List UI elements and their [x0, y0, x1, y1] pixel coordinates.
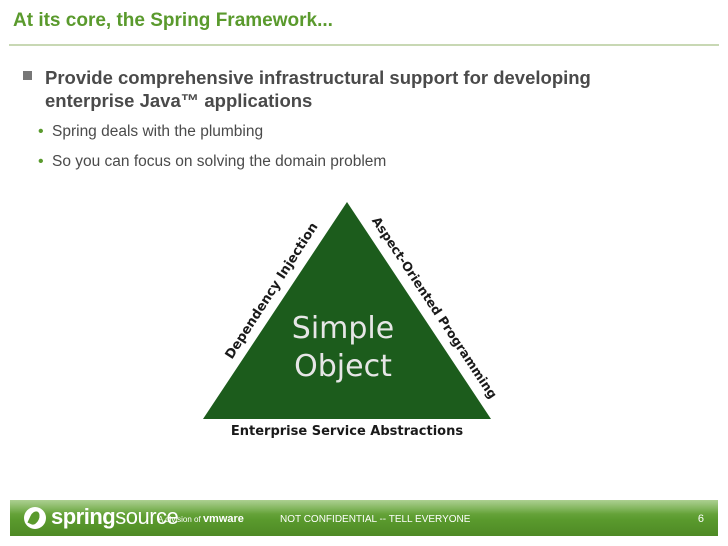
springsource-logo-icon	[24, 507, 46, 529]
title-divider	[9, 44, 719, 46]
main-bullet-text: Provide comprehensive infrastructural su…	[45, 67, 591, 111]
spring-triangle-diagram: Simple Object Dependency Injection Aspec…	[203, 202, 500, 439]
dot-bullet-icon: •	[38, 153, 44, 170]
triangle-shape	[203, 202, 491, 419]
main-bullet: Provide comprehensive infrastructural su…	[23, 66, 663, 112]
sub-bullet: • Spring deals with the plumbing	[38, 123, 263, 141]
sub-bullet-text: So you can focus on solving the domain p…	[52, 153, 387, 170]
springsource-logo-text: springsource	[51, 504, 179, 529]
slide-title: At its core, the Spring Framework...	[13, 10, 333, 31]
triangle-center-line1: Simple	[292, 311, 394, 346]
vmware-logo-text: vmware	[202, 513, 244, 525]
footer-bar: springsource A division of vmware NOT CO…	[10, 500, 718, 536]
page-number: 6	[697, 513, 704, 525]
dot-bullet-icon: •	[38, 123, 44, 140]
square-bullet-icon	[23, 71, 32, 80]
sub-bullet-text: Spring deals with the plumbing	[52, 123, 264, 140]
base-label: Enterprise Service Abstractions	[231, 424, 463, 439]
division-of-label: A division of vmware	[158, 513, 244, 525]
footer-notice: NOT CONFIDENTIAL -- TELL EVERYONE	[280, 514, 471, 525]
sub-bullet: • So you can focus on solving the domain …	[38, 153, 386, 171]
triangle-center-line2: Object	[294, 349, 392, 384]
